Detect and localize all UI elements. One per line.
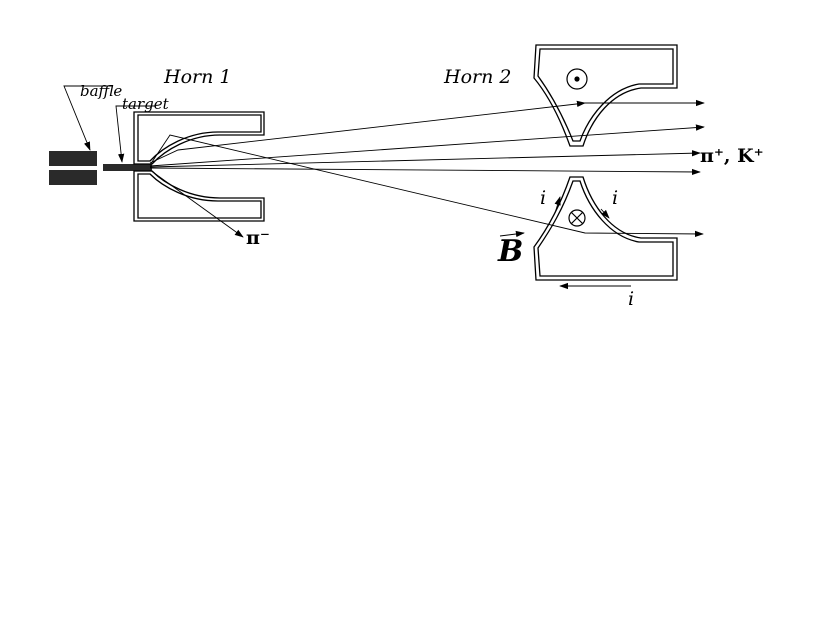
horn-2-label: Horn 2 — [443, 66, 511, 88]
horn-1-label: Horn 1 — [163, 66, 231, 88]
current-arrow-up — [554, 196, 561, 214]
horn-2-upper — [533, 44, 678, 147]
field-out-icon — [566, 68, 588, 90]
field-into-icon — [568, 209, 586, 227]
horn-1-lower — [133, 170, 265, 222]
horn-1-upper — [133, 111, 265, 165]
current-arrow-down — [600, 208, 610, 219]
baffle-block — [49, 151, 97, 185]
particle-rays — [149, 99, 705, 238]
baffle-label: baffle — [80, 82, 122, 100]
horn-2-lower — [533, 176, 678, 281]
current-label-left: i — [540, 187, 546, 209]
current-label-right: i — [612, 187, 618, 209]
field-label: B — [497, 234, 523, 269]
baffle-leader — [63, 85, 113, 151]
current-label-bottom: i — [628, 288, 634, 310]
field-vector-arrow — [499, 230, 525, 238]
target-label: target — [122, 95, 170, 113]
pi-plus-k-plus-label: π⁺, K⁺ — [700, 145, 764, 167]
target-leader — [115, 105, 155, 163]
pi-minus-label: π⁻ — [246, 227, 270, 249]
target-rod — [103, 164, 152, 171]
